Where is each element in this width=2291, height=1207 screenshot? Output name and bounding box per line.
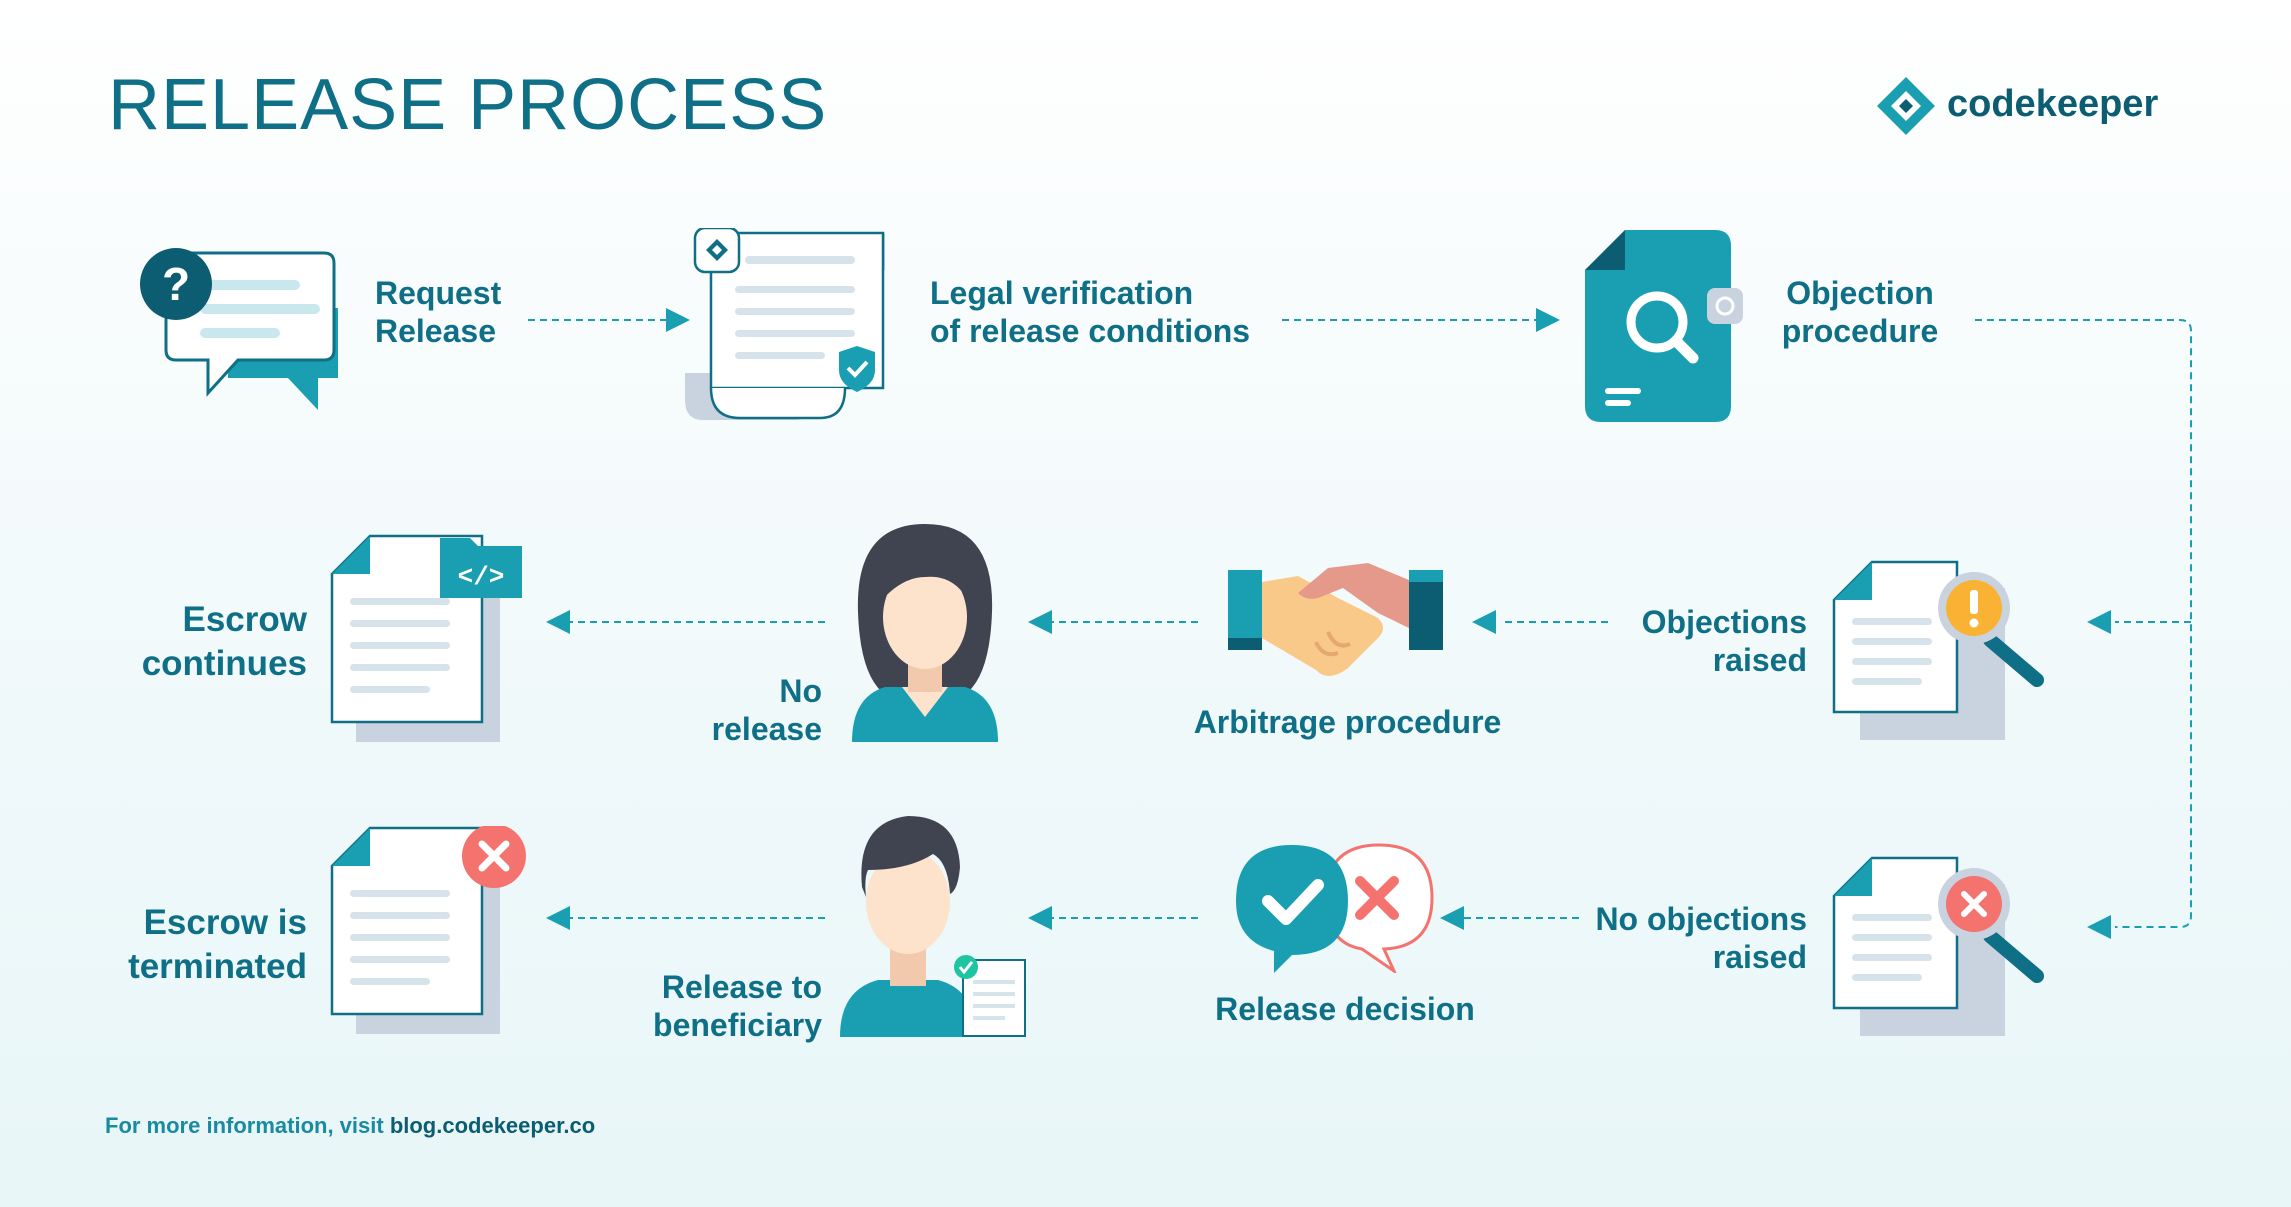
document-x-icon bbox=[330, 826, 526, 1034]
brand-name: codekeeper bbox=[1947, 83, 2159, 125]
decision-bubbles-icon bbox=[1236, 843, 1434, 973]
step-release-to-beneficiary: Release to beneficiary bbox=[653, 969, 822, 1043]
step-release-decision: Release decision bbox=[1215, 991, 1475, 1027]
step-request-release: Request Release bbox=[375, 275, 502, 349]
step-escrow-continues: Escrow continues bbox=[141, 600, 307, 683]
contract-scroll-icon bbox=[685, 228, 885, 420]
step-legal-verification: Legal verification of release conditions bbox=[930, 275, 1251, 349]
document-code-folder-icon: </> bbox=[330, 534, 522, 742]
footer-link[interactable]: blog.codekeeper.co bbox=[389, 1113, 596, 1138]
step-objections-raised: Objections raised bbox=[1641, 604, 1807, 678]
handshake-icon bbox=[1228, 563, 1443, 677]
footer: For more information, visit blog.codekee… bbox=[105, 1113, 595, 1139]
svg-text:</>: </> bbox=[458, 562, 505, 592]
step-escrow-terminated: Escrow is terminated bbox=[128, 903, 307, 986]
brand[interactable]: codekeeper bbox=[1875, 75, 2175, 135]
footer-text: For more information, visit bbox=[105, 1113, 390, 1138]
document-warning-icon bbox=[1832, 560, 2044, 740]
svg-text:?: ? bbox=[162, 258, 190, 310]
step-no-objections-raised: No objections raised bbox=[1595, 901, 1807, 975]
codekeeper-logo-icon bbox=[1877, 77, 1935, 135]
document-reject-search-icon bbox=[1832, 856, 2044, 1036]
step-objection-procedure: Objection procedure bbox=[1781, 275, 1939, 349]
document-search-icon bbox=[1585, 230, 1743, 422]
page-title: RELEASE PROCESS bbox=[108, 65, 828, 145]
step-arbitrage-procedure: Arbitrage procedure bbox=[1193, 704, 1502, 740]
man-avatar-icon bbox=[840, 816, 1026, 1037]
chat-question-icon: ? bbox=[140, 248, 338, 410]
woman-avatar-icon bbox=[852, 524, 998, 742]
step-no-release: No release bbox=[711, 673, 822, 747]
